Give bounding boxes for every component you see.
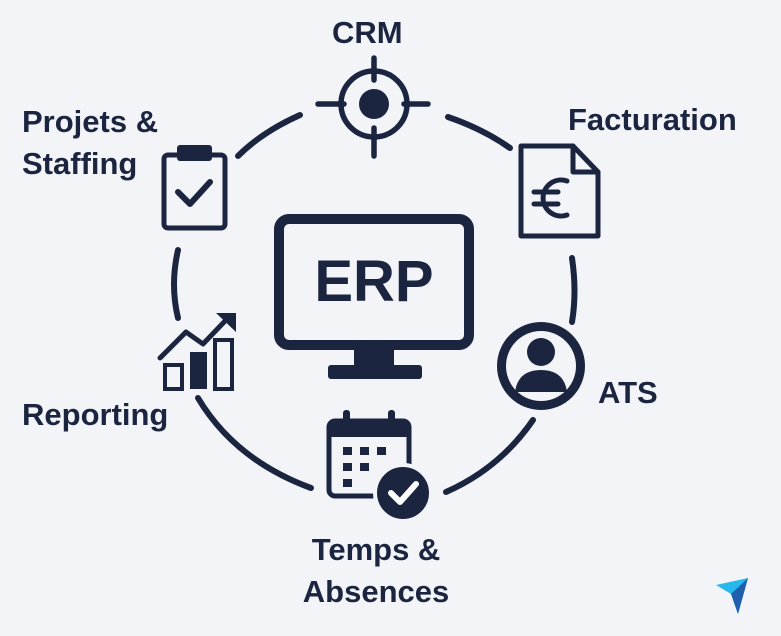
connector-ring [171,112,578,495]
arc-crm-facturation [445,114,513,151]
label-reporting: Reporting [22,397,169,432]
label-projets-line1: Projets & [22,104,159,139]
euro-invoice-icon [518,143,601,239]
monitor-icon [274,214,474,379]
arc-projets-crm [235,112,303,159]
label-temps-line1: Temps & [311,532,441,567]
label-crm: CRM [332,15,403,50]
arrow-logo-icon [716,578,748,614]
label-temps-line2: Absences [302,574,450,609]
label-projets-line2: Staffing [22,146,138,181]
arc-temps-reporting [195,395,314,491]
label-ats: ATS [598,375,658,410]
arc-ats-temps [443,417,536,495]
label-facturation: Facturation [568,102,737,137]
calendar-check-icon [326,410,433,523]
clipboard-check-icon [161,145,228,231]
label-temps-absences: Temps & Absences [280,531,472,611]
erp-title: ERP [314,249,434,314]
arc-reporting-projets [171,247,181,321]
bar-chart-growth-icon [157,313,236,391]
label-projets-staffing: Projets & Staffing [22,103,158,183]
user-avatar-icon [497,322,585,410]
arc-facturation-ats [569,255,578,325]
target-icon [315,55,431,159]
